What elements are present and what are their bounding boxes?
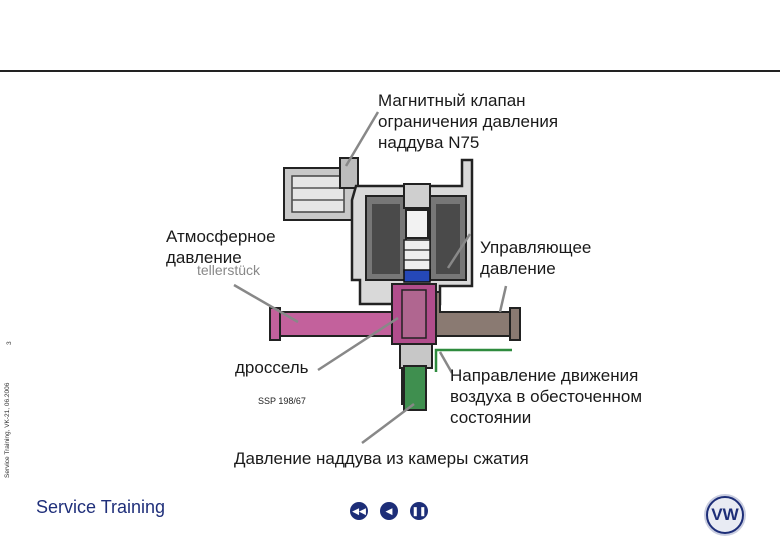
- header-divider: [0, 70, 780, 72]
- back-icon[interactable]: ◀: [380, 502, 398, 520]
- boost-pressure-label: Давление наддува из камеры сжатия: [234, 449, 529, 468]
- valve-label: Магнитный клапан ограничения давления на…: [378, 91, 559, 152]
- boost-pipe: [399, 343, 433, 411]
- valve-housing: [350, 158, 474, 306]
- control-pressure-label: Управляющее давление: [480, 238, 592, 278]
- electrical-connector: [283, 157, 359, 221]
- leader-lines: [233, 111, 508, 444]
- control-pipe: [431, 291, 521, 341]
- footer-side-text: Service Training, VK-21, 06.2006: [4, 382, 11, 478]
- rewind-icon[interactable]: ◀◀: [350, 502, 368, 520]
- airflow-arrow: [434, 348, 512, 372]
- pause-icon[interactable]: ❚❚: [410, 502, 428, 520]
- throttle-label: дроссель: [235, 358, 309, 377]
- airflow-direction-label: Направление движения воздуха в обесточен…: [450, 366, 643, 427]
- tellerstueck-label: tellerstück: [197, 262, 261, 278]
- page-number: 3: [6, 341, 13, 345]
- valve-core: [391, 283, 437, 345]
- brand-title: Service Training: [36, 497, 166, 517]
- atmospheric-pressure-label: Атмосферное давление: [166, 227, 276, 267]
- ssp-reference: SSP 198/67: [258, 396, 306, 406]
- vw-logo: VW: [706, 496, 744, 534]
